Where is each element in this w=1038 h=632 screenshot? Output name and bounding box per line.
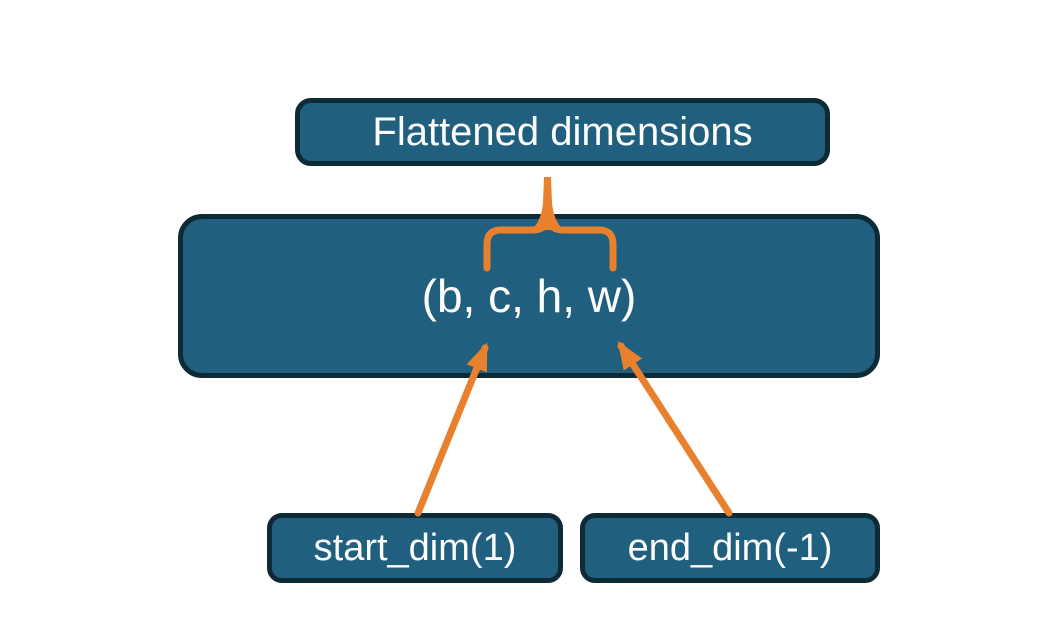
tensor-shape-label: (b, c, h, w) [421, 270, 637, 322]
start-dim-label: start_dim(1) [313, 526, 517, 569]
end-dim-node: end_dim(-1) [580, 513, 880, 583]
start-dim-node: start_dim(1) [267, 513, 563, 583]
flattened-dimensions-label: Flattened dimensions [372, 109, 753, 154]
flattened-dimensions-node: Flattened dimensions [295, 98, 830, 166]
end-dim-label: end_dim(-1) [627, 526, 833, 569]
tensor-shape-node: (b, c, h, w) [178, 214, 880, 378]
